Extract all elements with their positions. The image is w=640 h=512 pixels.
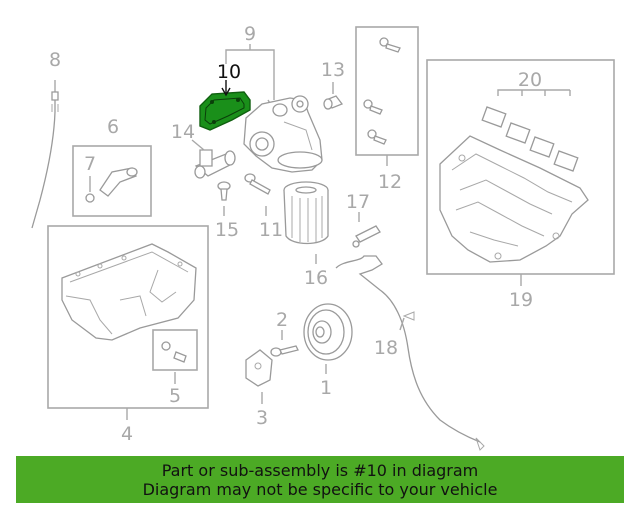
part-7-fitting[interactable] — [85, 167, 138, 203]
part-18-harness[interactable] — [335, 255, 485, 451]
part-2-bolt[interactable] — [270, 330, 299, 357]
callout-18[interactable]: 18 — [374, 337, 398, 359]
callout-14[interactable]: 14 — [171, 121, 195, 143]
callout-16[interactable]: 16 — [304, 267, 328, 289]
info-banner: Part or sub-assembly is #10 in diagram D… — [16, 456, 624, 503]
part-11-bolt[interactable] — [244, 173, 271, 216]
callout-11[interactable]: 11 — [259, 219, 283, 241]
callout-5[interactable]: 5 — [169, 385, 181, 407]
part-4-oil-pan[interactable] — [61, 243, 197, 341]
part-20-gaskets[interactable] — [481, 106, 579, 172]
part-5-bolt[interactable] — [161, 341, 187, 363]
part-8-dipstick[interactable] — [31, 80, 59, 229]
callout-9[interactable]: 9 — [244, 23, 256, 45]
callout-2[interactable]: 2 — [276, 309, 288, 331]
callout-6[interactable]: 6 — [107, 116, 119, 138]
banner-line-1: Part or sub-assembly is #10 in diagram — [161, 460, 479, 480]
callout-1[interactable]: 1 — [320, 377, 332, 399]
callout-3[interactable]: 3 — [256, 407, 268, 429]
part-16-oil-filter[interactable] — [283, 181, 329, 264]
callout-10-highlighted[interactable]: 10 — [217, 61, 241, 83]
group-box-4 — [47, 225, 209, 409]
callout-19[interactable]: 19 — [509, 289, 533, 311]
group-box-7 — [72, 145, 152, 217]
callout-15[interactable]: 15 — [215, 219, 239, 241]
part-12-bolts[interactable] — [363, 37, 401, 145]
callout-12[interactable]: 12 — [378, 171, 402, 193]
part-17-sensor[interactable] — [352, 212, 381, 248]
part-3-bracket[interactable] — [245, 349, 273, 404]
callout-7[interactable]: 7 — [84, 153, 96, 175]
part-14-fitting[interactable] — [191, 139, 236, 179]
part-1-sprocket[interactable] — [303, 303, 353, 374]
part-10-gasket-highlighted[interactable] — [199, 80, 251, 131]
group-box-5 — [152, 329, 198, 371]
banner-line-2: Diagram may not be specific to your vehi… — [142, 479, 498, 499]
callout-13[interactable]: 13 — [321, 59, 345, 81]
callout-4[interactable]: 4 — [121, 423, 133, 445]
part-13-sensor[interactable] — [323, 82, 344, 110]
callout-17[interactable]: 17 — [346, 191, 370, 213]
part-19-intake-manifold[interactable] — [439, 135, 589, 263]
callout-20[interactable]: 20 — [518, 69, 542, 91]
part-9-oil-filter-adapter[interactable] — [243, 95, 323, 173]
part-15-bolt[interactable] — [217, 181, 231, 216]
callout-8[interactable]: 8 — [49, 49, 61, 71]
